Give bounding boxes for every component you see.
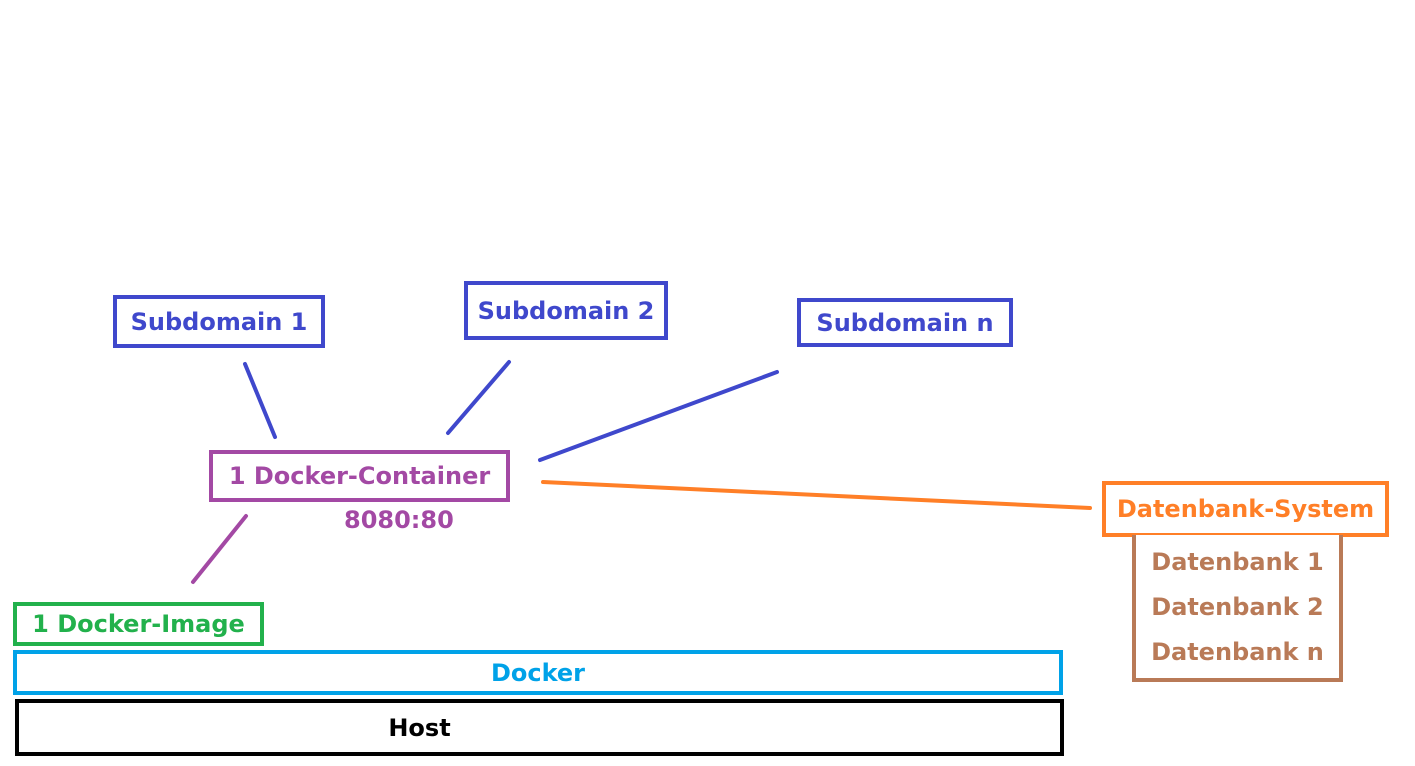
subdomain-n-label: Subdomain n <box>816 308 994 337</box>
docker-layer-box: Docker <box>13 650 1063 695</box>
docker-image-label: 1 Docker-Image <box>32 610 245 638</box>
docker-layer-label: Docker <box>490 658 586 687</box>
subdomain-2-box: Subdomain 2 <box>464 281 668 340</box>
database-item: Datenbank 2 <box>1151 592 1324 621</box>
edge-subdomainn-container <box>538 370 779 462</box>
database-item: Datenbank n <box>1151 637 1324 666</box>
docker-image-box: 1 Docker-Image <box>13 602 264 646</box>
subdomain-1-label: Subdomain 1 <box>130 307 308 336</box>
docker-container-label: 1 Docker-Container <box>228 462 491 490</box>
host-layer-label: Host <box>388 713 451 742</box>
port-mapping-label: 8080:80 <box>344 506 454 534</box>
edge-subdomain2-container <box>446 360 511 435</box>
subdomain-1-box: Subdomain 1 <box>113 295 325 348</box>
database-list-box: Datenbank 1 Datenbank 2 Datenbank n <box>1132 535 1343 682</box>
database-system-label: Datenbank-System <box>1116 495 1375 523</box>
subdomain-2-label: Subdomain 2 <box>477 296 655 325</box>
host-layer-box: Host <box>15 699 1064 756</box>
subdomain-n-box: Subdomain n <box>797 298 1013 347</box>
edge-container-dbsystem <box>541 480 1092 510</box>
database-item: Datenbank 1 <box>1151 547 1324 576</box>
edge-subdomain1-container <box>243 362 277 439</box>
database-system-box: Datenbank-System <box>1102 481 1389 537</box>
docker-container-box: 1 Docker-Container <box>209 450 510 502</box>
edge-container-image <box>191 514 248 584</box>
